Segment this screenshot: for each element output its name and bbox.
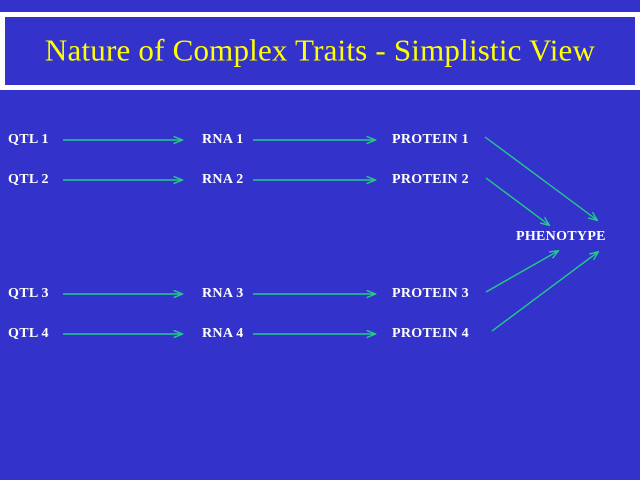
node-label-rna-3: RNA 3 bbox=[202, 286, 244, 301]
node-label-protein-4: PROTEIN 4 bbox=[392, 326, 469, 341]
node-label-qtl-3: QTL 3 bbox=[8, 286, 49, 301]
arrow-protein2-pheno bbox=[485, 177, 549, 225]
node-label-protein-2: PROTEIN 2 bbox=[392, 172, 469, 187]
node-label-qtl-2: QTL 2 bbox=[8, 172, 49, 187]
title-banner: Nature of Complex Traits - Simplistic Vi… bbox=[0, 12, 640, 90]
node-label-qtl-4: QTL 4 bbox=[8, 326, 49, 341]
arrow-protein3-pheno bbox=[485, 251, 558, 293]
page-title: Nature of Complex Traits - Simplistic Vi… bbox=[44, 32, 596, 68]
title-border-right bbox=[635, 12, 640, 90]
node-label-rna-1: RNA 1 bbox=[202, 132, 244, 147]
arrow-protein4-pheno bbox=[491, 252, 598, 332]
arrow-protein1-pheno bbox=[484, 136, 597, 220]
node-label-qtl-1: QTL 1 bbox=[8, 132, 49, 147]
node-label-phenotype: PHENOTYPE bbox=[516, 229, 606, 244]
node-label-protein-1: PROTEIN 1 bbox=[392, 132, 469, 147]
node-label-protein-3: PROTEIN 3 bbox=[392, 286, 469, 301]
title-border-left bbox=[0, 12, 5, 90]
node-label-rna-4: RNA 4 bbox=[202, 326, 244, 341]
node-label-rna-2: RNA 2 bbox=[202, 172, 244, 187]
